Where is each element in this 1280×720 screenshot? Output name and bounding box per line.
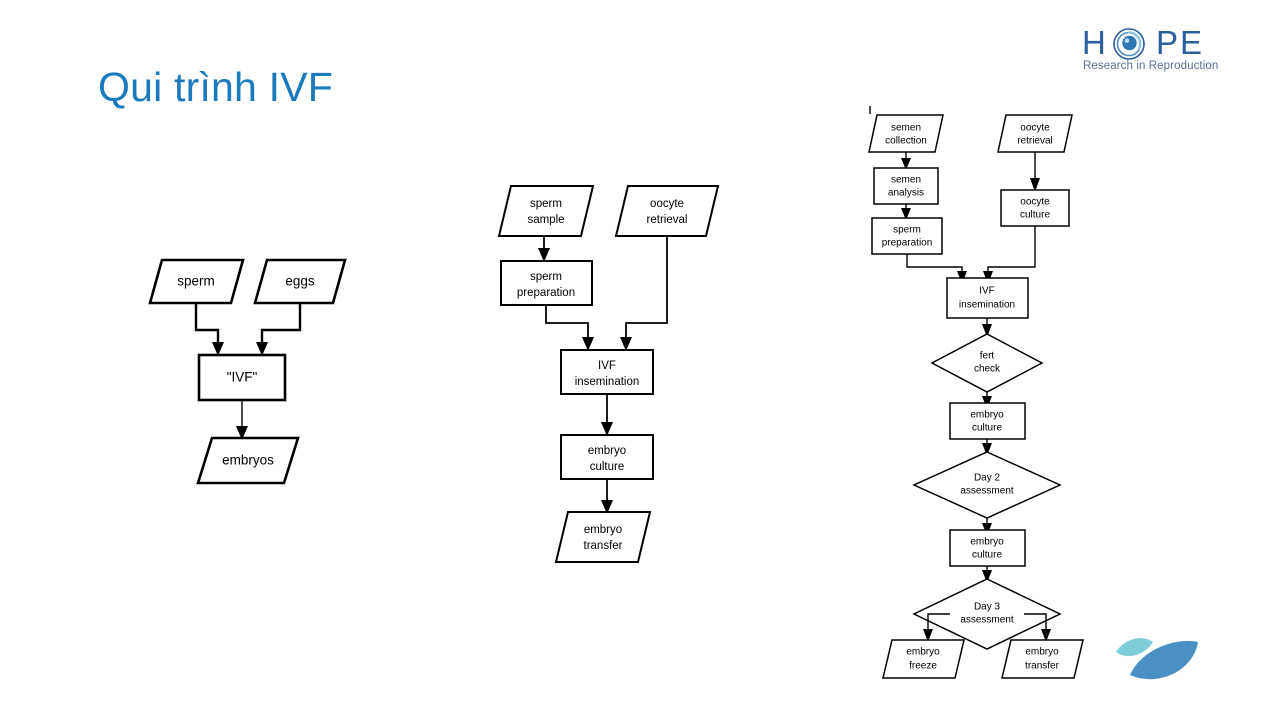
- edge-insemination-to-fert-check: [982, 318, 992, 337]
- node-oocyte-culture-label-1: oocyte: [1020, 197, 1050, 208]
- ovum-swirl-icon: [1113, 28, 1145, 60]
- hope-logo: H P E Research in Reproduction: [1080, 26, 1218, 78]
- node-embryo-culture-label-2: culture: [590, 461, 625, 473]
- edge-culture-to-day3: [982, 566, 992, 583]
- node-day2-assessment-label-2: assessment: [960, 486, 1014, 497]
- node-semen-analysis-label-2: analysis: [888, 188, 924, 199]
- basic-ivf-flowchart: sperm eggs "IVF" embryos: [140, 248, 370, 498]
- node-oocyte-culture[interactable]: oocyte culture: [1000, 189, 1070, 227]
- node-oocyte-retrieval-label-1: oocyte: [650, 198, 684, 210]
- node-semen-collection-label-2: collection: [885, 136, 927, 147]
- node-day2-assessment-label-1: Day 2: [974, 473, 1001, 484]
- edge-collection-to-analysis: [901, 152, 911, 170]
- node-embryos-label: embryos: [222, 453, 274, 468]
- logo-letter-p: P: [1156, 24, 1179, 61]
- edge-day3-to-freeze: [923, 613, 950, 642]
- edge-retrieval-to-oocyte-culture: [1030, 152, 1040, 192]
- detailed-ivf-flowchart: semen collection oocyte retrieval semen …: [860, 100, 1100, 700]
- node-oocyte-retrieval-label-2: retrieval: [647, 214, 688, 226]
- node-sperm-sample-label-2: sample: [527, 214, 564, 226]
- node-ivf[interactable]: "IVF": [197, 353, 287, 402]
- edge-sample-to-preparation: [538, 236, 550, 262]
- edge-preparation-to-insemination: [545, 305, 594, 351]
- edge-eggs-to-ivf: [256, 303, 302, 356]
- node-eggs-label: eggs: [285, 274, 315, 289]
- edge-analysis-to-preparation: [901, 204, 911, 220]
- node-embryo-culture-d2-label-2: culture: [972, 423, 1002, 434]
- edge-retrieval-to-insemination: [620, 236, 668, 351]
- node-ivf-insemination-2-label-2: insemination: [959, 300, 1015, 311]
- node-semen-collection-label-1: semen: [891, 123, 921, 134]
- node-embryo-culture-d2[interactable]: embryo culture: [949, 402, 1026, 440]
- node-ivf-insemination-2-label-1: IVF: [979, 286, 995, 297]
- node-embryo-culture[interactable]: embryo culture: [560, 434, 654, 480]
- node-embryo-culture-d3-label-2: culture: [972, 550, 1002, 561]
- node-sperm-preparation-2[interactable]: sperm preparation: [871, 217, 943, 255]
- node-oocyte-culture-label-2: culture: [1020, 210, 1050, 221]
- node-fert-check[interactable]: fert check: [930, 333, 1044, 393]
- node-embryos[interactable]: embryos: [196, 436, 300, 485]
- edge-sperm-to-ivf: [194, 303, 224, 356]
- node-ivf-label: "IVF": [227, 370, 258, 385]
- standard-ivf-flowchart: sperm sample oocyte retrieval sperm prep…: [480, 182, 740, 572]
- scan-artifact-tick: [869, 106, 871, 114]
- page-title: Qui trình IVF: [98, 64, 334, 110]
- leaf-petals-icon: [1110, 628, 1218, 690]
- node-embryo-freeze-label-1: embryo: [906, 647, 940, 658]
- node-day3-assessment-label-2: assessment: [960, 615, 1014, 626]
- node-fert-check-label-1: fert: [980, 351, 995, 362]
- node-embryo-culture-d3-label-1: embryo: [970, 537, 1004, 548]
- node-embryo-transfer-2-label-1: embryo: [1025, 647, 1059, 658]
- node-embryo-transfer-2[interactable]: embryo transfer: [1001, 639, 1084, 679]
- edge-culture-to-transfer: [601, 479, 613, 514]
- node-embryo-transfer[interactable]: embryo transfer: [554, 511, 652, 563]
- node-ivf-insemination-label-2: insemination: [575, 376, 640, 388]
- node-sperm-preparation-label-1: sperm: [530, 271, 562, 283]
- node-semen-analysis-label-1: semen: [891, 175, 921, 186]
- node-fert-check-label-2: check: [974, 364, 1001, 375]
- logo-letter-e: E: [1180, 24, 1203, 61]
- hope-wordmark: H P E: [1080, 26, 1214, 60]
- node-ivf-insemination[interactable]: IVF insemination: [560, 349, 654, 395]
- node-day3-assessment-label-1: Day 3: [974, 602, 1001, 613]
- edge-ivf-to-embryos: [236, 400, 248, 440]
- node-sperm[interactable]: sperm: [148, 258, 245, 305]
- node-embryo-transfer-label-2: transfer: [584, 540, 623, 552]
- edge-day3-to-transfer: [1024, 613, 1051, 642]
- node-sperm-preparation-2-label-2: preparation: [882, 238, 933, 249]
- node-embryo-transfer-label-1: embryo: [584, 524, 622, 536]
- edge-oocyte-culture-to-insemination: [983, 226, 1036, 284]
- node-embryo-culture-d2-label-1: embryo: [970, 410, 1004, 421]
- node-semen-collection[interactable]: semen collection: [868, 114, 944, 153]
- logo-letter-h: H: [1082, 24, 1106, 61]
- node-embryo-culture-label-1: embryo: [588, 445, 626, 457]
- node-sperm-preparation[interactable]: sperm preparation: [500, 260, 593, 306]
- logo-tagline: Research in Reproduction: [1083, 60, 1219, 72]
- node-oocyte-retrieval-2-label-2: retrieval: [1017, 136, 1053, 147]
- edge-insemination-to-culture: [601, 394, 613, 436]
- node-ivf-insemination-label-1: IVF: [598, 360, 616, 372]
- node-sperm-sample-label-1: sperm: [530, 198, 562, 210]
- node-day3-assessment[interactable]: Day 3 assessment: [912, 578, 1062, 650]
- node-sperm-preparation-2-label-1: sperm: [893, 225, 921, 236]
- node-sperm-sample[interactable]: sperm sample: [497, 185, 595, 237]
- node-sperm-label: sperm: [177, 274, 215, 289]
- node-eggs[interactable]: eggs: [253, 258, 347, 305]
- node-oocyte-retrieval-2[interactable]: oocyte retrieval: [997, 114, 1073, 153]
- node-semen-analysis[interactable]: semen analysis: [873, 167, 939, 205]
- node-day2-assessment[interactable]: Day 2 assessment: [912, 451, 1062, 519]
- node-embryo-freeze-label-2: freeze: [909, 661, 937, 672]
- node-ivf-insemination-2[interactable]: IVF insemination: [946, 277, 1029, 319]
- edge-culture-to-day2: [982, 439, 992, 456]
- node-oocyte-retrieval-2-label-1: oocyte: [1020, 123, 1050, 134]
- node-sperm-preparation-label-2: preparation: [517, 287, 575, 299]
- node-embryo-transfer-2-label-2: transfer: [1025, 661, 1060, 672]
- node-oocyte-retrieval[interactable]: oocyte retrieval: [614, 185, 720, 237]
- node-embryo-culture-d3[interactable]: embryo culture: [949, 529, 1026, 567]
- node-embryo-freeze[interactable]: embryo freeze: [882, 639, 965, 679]
